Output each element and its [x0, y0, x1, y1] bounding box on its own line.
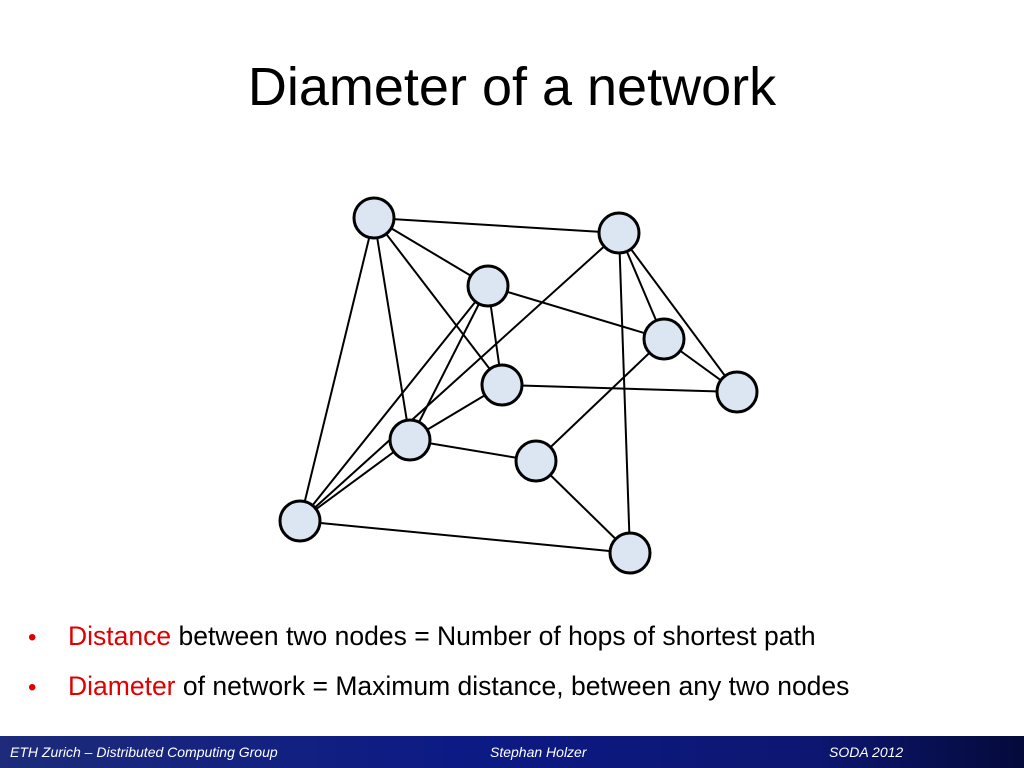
edge-B-I	[299, 232, 620, 522]
node-A	[352, 196, 396, 240]
node-D	[642, 317, 686, 361]
bullet-text: between two nodes = Number of hops of sh…	[171, 621, 816, 651]
node-H	[514, 439, 558, 483]
edge-B-K	[618, 232, 631, 554]
footer-author: Stephan Holzer	[490, 744, 587, 760]
edge-C-D	[487, 285, 665, 340]
bullet-term: Diameter	[68, 671, 176, 701]
edge-C-J	[299, 285, 489, 522]
bullet-list: • Distance between two nodes = Number of …	[28, 618, 849, 718]
bullet-term: Distance	[68, 621, 172, 651]
footer-affiliation: ETH Zurich – Distributed Computing Group	[10, 744, 278, 760]
bullet-dot-icon: •	[28, 674, 37, 701]
edge-B-F	[618, 232, 738, 393]
edge-E-F	[501, 384, 738, 393]
bullet-diameter: • Diameter of network = Maximum distance,…	[28, 668, 849, 718]
node-K	[608, 531, 652, 575]
edge-D-H	[535, 338, 665, 462]
node-B	[597, 211, 641, 255]
bullet-dot-icon: •	[28, 624, 37, 651]
edge-A-G	[373, 217, 411, 441]
edge-H-K	[535, 460, 631, 554]
edge-A-J	[299, 217, 375, 522]
slide-title: Diameter of a network	[247, 57, 777, 117]
edge-J-K	[299, 520, 631, 554]
node-G	[388, 418, 432, 462]
edge-C-G	[409, 285, 489, 441]
bullet-text: of network = Maximum distance, between a…	[175, 671, 850, 701]
bullet-distance: • Distance between two nodes = Number of …	[28, 618, 849, 668]
footer-bar: ETH Zurich – Distributed Computing Group…	[0, 736, 1024, 768]
edge-A-C	[373, 217, 489, 287]
footer-venue: SODA 2012	[829, 744, 904, 760]
node-F	[715, 370, 759, 414]
node-I	[278, 499, 322, 543]
edge-A-B	[373, 217, 620, 234]
node-C	[466, 264, 510, 308]
node-E	[480, 363, 524, 407]
edge-G-J	[299, 439, 411, 522]
